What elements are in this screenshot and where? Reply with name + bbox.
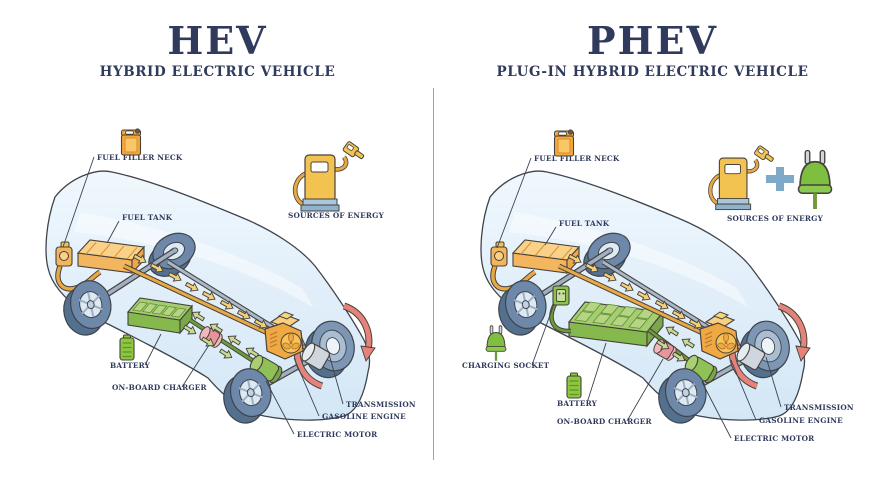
hev-label-fuel-filler-neck: FUEL FILLER NECK <box>97 153 183 162</box>
phev-label-electric-motor: ELECTRIC MOTOR <box>734 434 815 443</box>
hev-leader-lines <box>62 156 344 435</box>
phev-title: PHEV <box>587 18 718 63</box>
plus-icon <box>766 167 794 191</box>
hev-label-sources-of-energy: SOURCES OF ENERGY <box>288 211 385 220</box>
hev-subtitle: HYBRID ELECTRIC VEHICLE <box>99 64 336 80</box>
hev-label-transmission: TRANSMISSION <box>346 400 416 409</box>
phev-label-on-board-charger: ON-BOARD CHARGER <box>557 417 653 426</box>
fuel-pump-icon <box>710 145 775 209</box>
phev-battery-pack <box>567 301 665 348</box>
fuel-pump-icon <box>295 141 366 211</box>
jerrycan-icon <box>120 128 142 156</box>
phev-label-transmission: TRANSMISSION <box>784 403 854 412</box>
hev-battery-pack <box>126 297 194 335</box>
phev-label-fuel-tank: FUEL TANK <box>559 219 610 228</box>
phev-panel: PHEV PLUG-IN HYBRID ELECTRIC VEHICLE <box>435 0 870 489</box>
hev-label-electric-motor: ELECTRIC MOTOR <box>297 430 378 439</box>
sources-plug-icon <box>796 148 834 211</box>
phev-label-battery: BATTERY <box>557 399 598 408</box>
phev-diagram: FUEL FILLER NECK FUEL TANK SOURCES OF EN… <box>462 129 854 443</box>
hev-label-battery: BATTERY <box>110 361 151 370</box>
phev-label-fuel-filler-neck: FUEL FILLER NECK <box>534 154 620 163</box>
phev-car-cutaway: FUEL FILLER NECK FUEL TANK SOURCES OF EN… <box>462 129 854 443</box>
hev-label-gasoline-engine: GASOLINE ENGINE <box>322 412 406 421</box>
hev-title: HEV <box>167 18 268 63</box>
phev-label-gasoline-engine: GASOLINE ENGINE <box>759 416 843 425</box>
hev-diagram: FUEL FILLER NECK FUEL TANK SOURCES OF EN… <box>0 128 416 439</box>
hev-label-on-board-charger: ON-BOARD CHARGER <box>112 383 208 392</box>
phev-charging-socket <box>552 285 570 306</box>
battery-icon <box>119 334 135 361</box>
hev-car-cutaway: FUEL FILLER NECK FUEL TANK SOURCES OF EN… <box>46 128 416 439</box>
phev-label-sources-of-energy: SOURCES OF ENERGY <box>727 214 824 223</box>
hev-panel: HEV HYBRID ELECTRIC VEHICLE <box>0 18 416 439</box>
jerrycan-icon <box>553 129 575 157</box>
electric-plug-icon <box>484 324 508 362</box>
hev-label-fuel-tank: FUEL TANK <box>122 213 173 222</box>
phev-subtitle: PLUG-IN HYBRID ELECTRIC VEHICLE <box>496 64 809 80</box>
phev-label-charging-socket: CHARGING SOCKET <box>462 361 550 370</box>
battery-icon <box>566 372 582 399</box>
phev-leader-lines <box>496 157 782 439</box>
panel-divider <box>433 88 434 460</box>
